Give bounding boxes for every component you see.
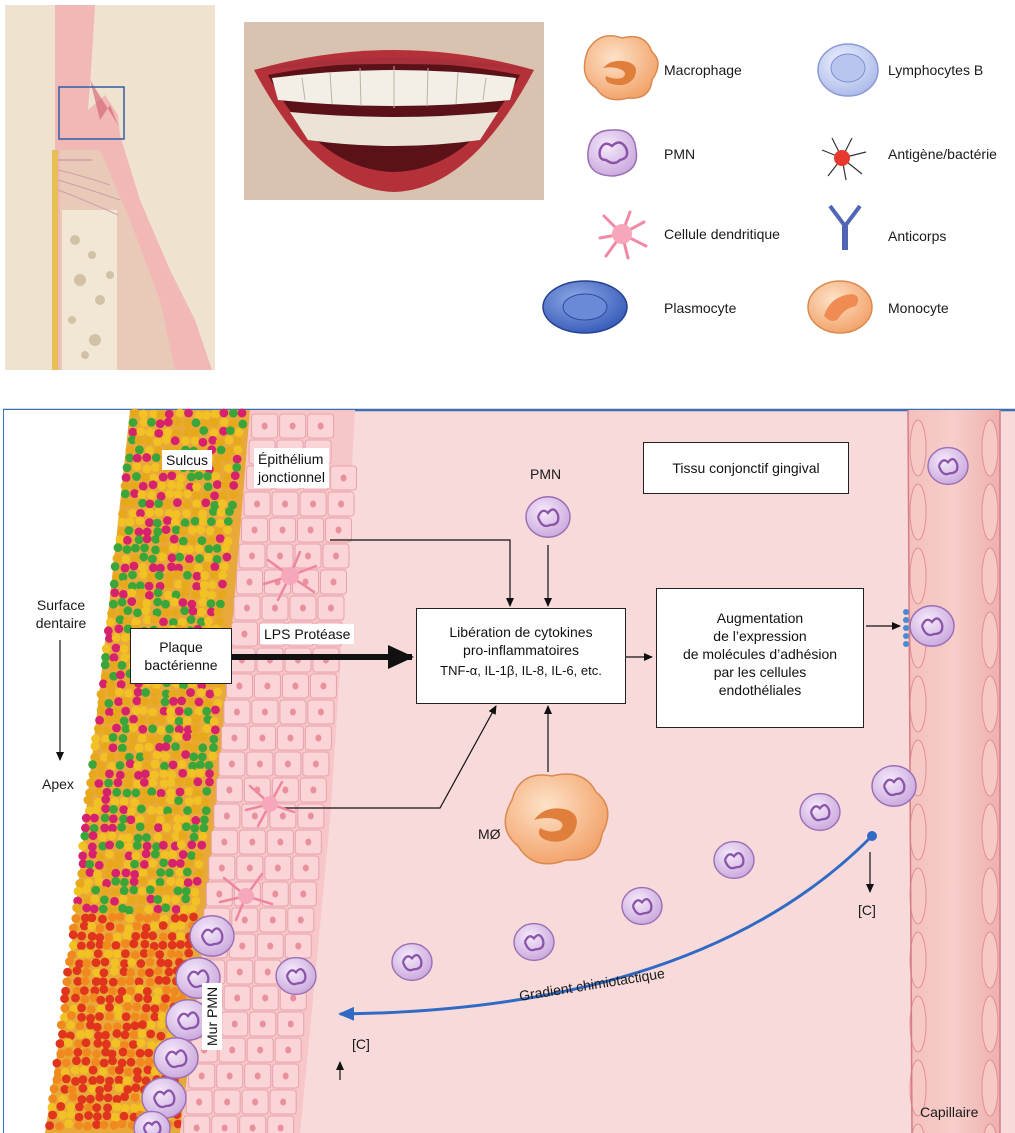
legend-label-monocyte: Monocyte: [888, 300, 949, 316]
pmn-icon: [154, 1038, 198, 1078]
main-diagram: [3, 408, 1015, 1133]
label-epithelium-line2: jonctionnel: [258, 468, 325, 486]
label-pmn-top: PMN: [530, 466, 561, 482]
label-sulcus: Sulcus: [162, 450, 212, 470]
label-cytokines-line2: pro-inflammatoires: [417, 641, 625, 659]
legend-label-plasmocyte: Plasmocyte: [664, 300, 736, 316]
legend-label-lymphocytes-b: Lymphocytes B: [888, 62, 983, 78]
lymphocyte-b-icon: [818, 44, 878, 96]
pmn-icon: [514, 924, 554, 961]
label-aug-line2: de l’expression: [657, 627, 863, 645]
label-epithelium-line1: Épithélium: [258, 450, 325, 468]
label-mur-pmn: Mur PMN: [202, 983, 222, 1050]
label-surface-dentaire: Surface dentaire: [30, 596, 92, 632]
antigen-bacteria-icon: [822, 138, 866, 180]
smile-photo: [244, 22, 544, 200]
label-aug-line4: par les cellules: [657, 663, 863, 681]
pmn-icon: [910, 606, 954, 646]
pmn-icon: [276, 958, 316, 995]
label-surface-line2: dentaire: [30, 614, 92, 632]
pmn-icon: [526, 497, 570, 537]
label-surface-line1: Surface: [30, 596, 92, 614]
label-aug-line1: Augmentation: [657, 609, 863, 627]
plasmocyte-icon: [543, 281, 627, 333]
label-cytokines-line1: Libération de cytokines: [417, 623, 625, 641]
label-cytokines-list: TNF-α, IL-1β, IL-8, IL-6, etc.: [417, 662, 625, 680]
legend-label-macrophage: Macrophage: [664, 62, 742, 78]
legend-label-anticorps: Anticorps: [888, 228, 946, 244]
box-augmentation: Augmentation de l’expression de molécule…: [656, 588, 864, 728]
label-capillaire: Capillaire: [920, 1104, 978, 1120]
pmn-icon: [800, 794, 840, 831]
pmn-icon: [190, 916, 234, 956]
pmn-icon: [392, 944, 432, 981]
monocyte-icon: [808, 281, 872, 333]
legend: [543, 36, 878, 333]
pmn-icon: [588, 130, 637, 176]
legend-label-pmn: PMN: [664, 146, 695, 162]
label-lps-protease: LPS Protéase: [260, 624, 354, 644]
pmn-icon: [872, 766, 916, 806]
antibody-icon: [830, 206, 860, 250]
label-c-left: [C]: [352, 1036, 370, 1052]
dendritic-cell-icon: [600, 212, 646, 258]
macrophage-icon: [505, 774, 608, 864]
label-tissu-conjonctif: Tissu conjonctif gingival: [644, 459, 848, 477]
label-aug-line3: de molécules d’adhésion: [657, 645, 863, 663]
pmn-icon: [622, 888, 662, 925]
label-macrophage-mo: MØ: [478, 826, 501, 842]
legend-label-antigene: Antigène/bactérie: [888, 146, 997, 162]
label-c-right: [C]: [858, 902, 876, 918]
tooth-gingiva-section: [5, 5, 215, 370]
label-plaque-line1: Plaque: [131, 638, 231, 656]
macrophage-icon: [584, 36, 658, 100]
label-aug-line5: endothéliales: [657, 681, 863, 699]
legend-label-cellule-dendritique: Cellule dendritique: [664, 226, 780, 242]
label-apex: Apex: [42, 776, 74, 792]
pmn-icon: [714, 842, 754, 879]
label-epithelium: Épithélium jonctionnel: [254, 448, 329, 488]
box-plaque-bacterienne: Plaque bactérienne: [130, 628, 232, 684]
box-tissu-conjonctif: Tissu conjonctif gingival: [643, 442, 849, 494]
box-liberation-cytokines: Libération de cytokines pro-inflammatoir…: [416, 608, 626, 704]
pmn-icon: [928, 448, 968, 485]
label-plaque-line2: bactérienne: [131, 656, 231, 674]
